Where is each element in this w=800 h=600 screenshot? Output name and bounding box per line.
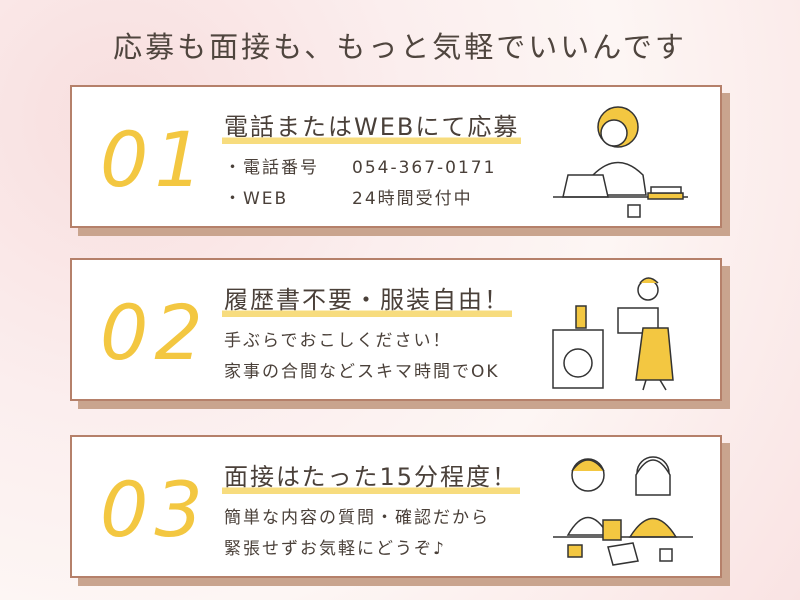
phone-number[interactable]: 054-367-0171 xyxy=(352,158,497,178)
web-hours: 24時間受付中 xyxy=(352,189,473,209)
laundry-woman-illustration xyxy=(552,277,674,391)
step-line: 手ぶらでおこしください！ xyxy=(224,331,452,351)
step-number: 03 xyxy=(100,465,209,554)
phone-row: ・電話番号 054-367-0171 xyxy=(224,153,496,184)
step-card-3: 03 面接はたった15分程度！ 簡単な内容の質問・確認だから 緊張せずお気軽にど… xyxy=(70,435,722,578)
step-number: 02 xyxy=(100,288,209,377)
step-number: 01 xyxy=(100,115,209,204)
step-line: 緊張せずお気軽にどうぞ♪ xyxy=(224,539,446,559)
step-title: 電話またはWEBにて応募 xyxy=(222,107,522,146)
phone-label: ・電話番号 xyxy=(224,158,319,178)
web-row: ・WEB 24時間受付中 xyxy=(224,184,496,215)
step-line: 簡単な内容の質問・確認だから xyxy=(224,508,490,528)
step-line: 家事の合間などスキマ時間でOK xyxy=(224,362,500,382)
web-label: ・WEB xyxy=(224,189,289,209)
woman-on-phone-illustration xyxy=(553,106,688,218)
step-card-1: 01 電話またはWEBにて応募 ・電話番号 054-367-0171 ・WEB 24… xyxy=(70,85,722,228)
headline: 応募も面接も、もっと気軽でいいんです xyxy=(113,30,687,64)
interview-illustration xyxy=(553,456,693,566)
step-title: 面接はたった15分程度！ xyxy=(222,457,521,496)
step-card-2: 02 履歴書不要・服装自由！ 手ぶらでおこしください！ 家事の合間などスキマ時間… xyxy=(70,258,722,401)
step-title: 履歴書不要・服装自由！ xyxy=(222,280,512,319)
